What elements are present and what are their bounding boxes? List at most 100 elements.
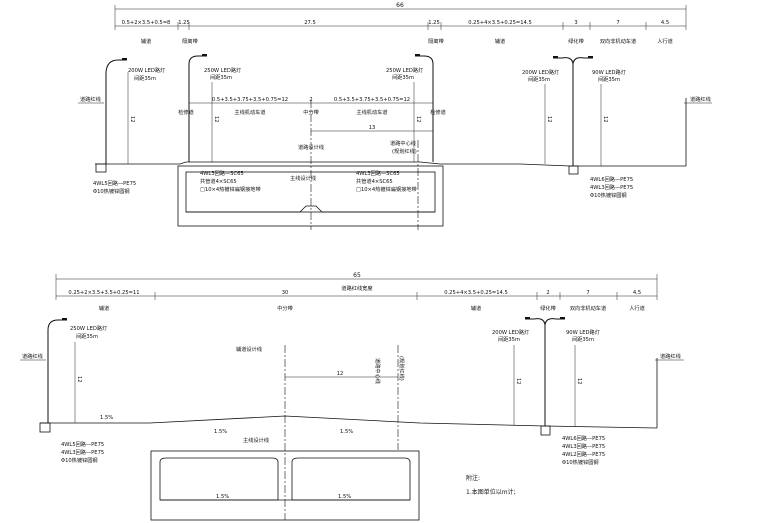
road-edge-label-2-right: 道路红线 (660, 352, 681, 360)
total-width-label: 66 (396, 2, 404, 9)
ground-line-1 (95, 161, 686, 167)
label-bike: 双向非机动车道 (600, 37, 636, 45)
svg-text:辅道: 辅道 (471, 304, 481, 312)
svg-text:90W LED路灯: 90W LED路灯 (592, 68, 626, 76)
slope-2: 1.5% (340, 429, 353, 435)
svg-text:Φ10热镀锌圆钢: Φ10热镀锌圆钢 (590, 191, 627, 199)
svg-text:0.5+3.5+3.75+3.5+0.75=12: 0.5+3.5+3.75+3.5+0.75=12 (212, 97, 288, 103)
svg-text:(规划红线): (规划红线) (392, 147, 417, 155)
svg-text:12: 12 (76, 376, 82, 383)
section-1: 66 0.5+2×3.5+0.5=8 1.25 27.5 1.25 0.25+4… (78, 2, 712, 230)
cable-left-0: 4WL5回路—PE75 (93, 179, 136, 187)
slope-0: 1.5% (100, 415, 113, 421)
road-edge-label-2-left: 道路红线 (22, 352, 43, 360)
plan-redline-label: (规划红线) (398, 356, 406, 381)
svg-text:□10×4热镀锌扁钢接地带: □10×4热镀锌扁钢接地带 (356, 185, 417, 193)
label-service-left: 检修道 (178, 108, 194, 116)
total-width-label-2: 道路红线宽度 (341, 284, 372, 292)
road-center-label-2: 道路中心线 (374, 358, 382, 384)
label-left-median: 隔离带 (182, 37, 198, 45)
svg-text:4WL3回路—PE75: 4WL3回路—PE75 (590, 183, 633, 191)
svg-text:12: 12 (546, 116, 552, 123)
svg-text:30: 30 (282, 290, 289, 296)
svg-text:13: 13 (369, 125, 376, 131)
svg-text:12: 12 (129, 116, 135, 123)
svg-text:Φ10热镀锌圆钢: Φ10热镀锌圆钢 (562, 458, 599, 466)
tunnel-cable-right-0: 4WL3回路—SC65 (356, 169, 400, 177)
main-design-label: 主线设计线 (290, 174, 316, 182)
cable-2-right-0: 4WL6回路—PE75 (562, 434, 605, 442)
ground-line-2 (40, 415, 658, 429)
tunnel-cable-left-0: 4WL3回路—SC65 (200, 169, 244, 177)
slope-3: 1.5% (216, 494, 229, 500)
svg-text:4WL3回路—PE75: 4WL3回路—PE75 (562, 442, 605, 450)
svg-text:4WL2回路—PE75: 4WL2回路—PE75 (562, 450, 605, 458)
svg-text:7: 7 (586, 290, 589, 296)
svg-text:12: 12 (576, 378, 582, 385)
road-edge-label-right: 道路红线 (690, 95, 711, 103)
label-tunnel-right: 主线机动车道 (356, 108, 387, 116)
svg-text:Φ10热镀锌圆钢: Φ10热镀锌圆钢 (93, 187, 130, 195)
svg-text:200W LED路灯: 200W LED路灯 (522, 68, 559, 76)
dim-bike: 7 (616, 20, 619, 26)
main-design-label-2: 主线设计线 (243, 436, 269, 444)
road-center-label: 道路中心线 (390, 139, 416, 147)
svg-text:12: 12 (337, 371, 344, 377)
svg-text:200W LED路灯: 200W LED路灯 (492, 328, 529, 336)
label-right-road: 辅道 (495, 37, 505, 45)
cable-right-0: 4WL6回路—PE75 (590, 175, 633, 183)
svg-text:间距35m: 间距35m (498, 335, 520, 343)
svg-text:共管道4×SC65: 共管道4×SC65 (356, 177, 393, 185)
slope-1: 1.5% (214, 429, 227, 435)
light-pole-left-side: 200W LED路灯 间距35m 12 (95, 58, 165, 173)
dim-left-median: 1.25 (178, 20, 190, 26)
slope-4: 1.5% (338, 494, 351, 500)
svg-text:间距35m: 间距35m (572, 335, 594, 343)
svg-text:12: 12 (602, 116, 608, 123)
svg-text:0.25+4×3.5+0.25=14.5: 0.25+4×3.5+0.25=14.5 (444, 290, 508, 296)
svg-text:人行道: 人行道 (629, 304, 645, 312)
notes-title: 附注: (466, 474, 480, 482)
cable-2-left-0: 4WL5回路—PE75 (61, 440, 104, 448)
svg-text:12: 12 (415, 116, 421, 123)
svg-text:0.5+3.5+3.75+3.5+0.75=12: 0.5+3.5+3.75+3.5+0.75=12 (334, 97, 410, 103)
light-pole-2-right-double: 200W LED路灯 间距35m 90W LED路灯 间距35m 12 12 (492, 317, 600, 436)
svg-text:间距35m: 间距35m (76, 332, 98, 340)
tunnel-box-2 (150, 450, 420, 521)
svg-text:12: 12 (213, 116, 219, 123)
svg-text:Φ10热镀锌圆钢: Φ10热镀锌圆钢 (61, 456, 98, 464)
svg-text:□10×4热镀锌扁钢接地带: □10×4热镀锌扁钢接地带 (200, 185, 261, 193)
svg-text:200W LED路灯: 200W LED路灯 (128, 66, 165, 74)
svg-text:间距35m: 间距35m (528, 75, 550, 83)
road-edge-label-left: 道路红线 (80, 95, 101, 103)
svg-text:间距35m: 间距35m (210, 73, 232, 81)
svg-text:共管道4×SC65: 共管道4×SC65 (200, 177, 237, 185)
label-tunnel-left: 主线机动车道 (234, 108, 265, 116)
label-green: 绿化带 (568, 37, 584, 45)
svg-text:250W LED路灯: 250W LED路灯 (70, 324, 107, 332)
light-pole-left-median: 250W LED路灯 间距35m 12 (188, 54, 241, 162)
label-walk: 人行道 (657, 37, 673, 45)
notes-item-1: 1.本图单位以m计; (466, 488, 516, 496)
svg-text:65: 65 (353, 272, 361, 279)
notes: 附注: 1.本图单位以m计; (466, 474, 516, 496)
light-pole-2-left: 250W LED路灯 间距35m 12 (39, 318, 107, 433)
light-pole-right-median: 250W LED路灯 间距35m 12 (386, 54, 434, 162)
svg-text:间距35m: 间距35m (134, 74, 156, 82)
svg-text:双向非机动车道: 双向非机动车道 (570, 304, 606, 312)
svg-text:4.5: 4.5 (633, 290, 641, 296)
svg-text:250W LED路灯: 250W LED路灯 (386, 66, 423, 74)
section-2: 65 道路红线宽度 0.25+2×3.5+3.5+0.25=11 30 0.25… (20, 272, 684, 521)
dim-right-median: 1.25 (428, 20, 440, 26)
label-service-right: 检修道 (430, 108, 446, 116)
label-right-median: 隔离带 (428, 37, 444, 45)
svg-text:0.25+2×3.5+3.5+0.25=11: 0.25+2×3.5+3.5+0.25=11 (68, 290, 139, 296)
dim-walk: 4.5 (661, 20, 669, 26)
svg-text:2: 2 (546, 290, 549, 296)
tunnel-box-1 (177, 165, 444, 227)
label-left-road: 辅道 (141, 37, 151, 45)
dim-middle: 27.5 (304, 20, 316, 26)
light-pole-right-double: 200W LED路灯 间距35m 90W LED路灯 间距35m 12 12 (522, 56, 626, 175)
dim-left-lanes: 0.5+2×3.5+0.5=8 (122, 20, 171, 26)
